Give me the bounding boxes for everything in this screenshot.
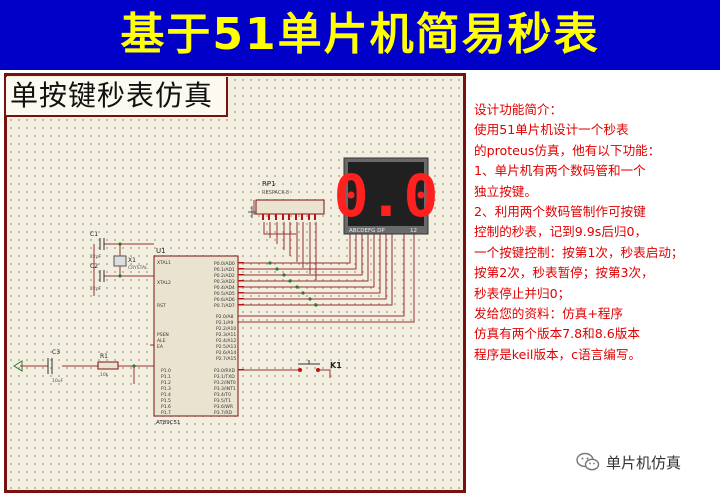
watermark-text: 单片机仿真 (606, 453, 682, 472)
pin-p0-4: P0.4/AD4 (214, 285, 235, 291)
rp1-part: RESPACK-8 (262, 190, 289, 196)
wechat-icon (576, 452, 600, 471)
description-panel: 设计功能简介： 使用51单片机设计一个秒表 的proteus仿真，他有以下功能：… (474, 100, 714, 365)
watermark: 单片机仿真 (576, 451, 681, 473)
pin-p0-0: P0.0/AD0 (214, 261, 235, 267)
description-line: 秒表停止并归0； (474, 285, 571, 301)
pin-p2-4: P2.4/A12 (216, 338, 236, 344)
display-value: 0.0 (334, 162, 439, 230)
pin-left-4: ALE (157, 338, 166, 344)
pin-p3-7: P3.7/RD (214, 410, 233, 416)
pin-left-0: XTAL1 (157, 260, 171, 266)
description-line: 控制的秒表，记到9.9s后归0， (474, 224, 648, 240)
schematic-title-box: 单按键秒表仿真 (6, 77, 228, 117)
pin-p2-6: P2.6/A14 (216, 350, 236, 356)
pin-left-2: RST (157, 303, 166, 309)
description-line: 一个按键控制：按第1次，秒表启动； (474, 244, 684, 260)
pin-p1-6: P1.6 (161, 404, 171, 410)
display-pin-label: 12 (410, 228, 417, 234)
description-line: 按第2次，秒表暂停；按第3次， (474, 265, 654, 281)
k1-label: K1 (330, 361, 342, 370)
description-line: 的proteus仿真，他有以下功能： (474, 142, 661, 158)
port3-pins: P3.0/RXD P3.1/TXD P3.2/INT0 P3.3/INT1 P3… (214, 368, 236, 416)
pin-p2-5: P2.5/A13 (216, 344, 236, 350)
r1-value: 10k (100, 372, 109, 378)
pin-p1-0: P1.0 (161, 368, 171, 374)
c2-value: 22pF (90, 286, 102, 292)
pin-p0-5: P0.5/AD5 (214, 291, 235, 297)
description-line: 1、单片机有两个数码管和一个 (474, 163, 646, 179)
c1-label: C1 (90, 231, 98, 238)
schematic-canvas (4, 73, 466, 493)
capacitor-c2: C2 22pF (90, 263, 105, 292)
pin-left-5: EA (157, 344, 164, 350)
port0-pins: P0.0/AD0 P0.1/AD1 P0.2/AD2 P0.3/AD3 P0.4… (214, 261, 235, 309)
x1-value: CRYSTAL (128, 265, 148, 271)
pin-p1-3: P1.3 (161, 386, 171, 392)
pin-p1-5: P1.5 (161, 398, 171, 404)
pin-p3-3: P3.3/INT1 (214, 386, 236, 392)
display-segment-label: ABCDEFG DP (349, 228, 385, 234)
pin-p0-2: P0.2/AD2 (214, 273, 235, 279)
pin-p2-0: P2.0/A8 (216, 314, 233, 320)
pin-p2-7: P2.7/A15 (216, 356, 236, 362)
c1-value: 22pF (90, 254, 102, 260)
rp1-label: RP1 (262, 180, 276, 188)
crystal-x1: X1 CRYSTAL (113, 255, 148, 271)
mcu-at89c51: U1 AT89C51 XTAL1 XTAL2 RST PSEN ALE EA P… (153, 247, 244, 426)
pin-p2-1: P2.1/A9 (216, 320, 233, 326)
c3-value: 10uF (52, 378, 64, 384)
pin-p2-3: P2.3/A11 (216, 332, 236, 338)
title-banner: 基于51单片机简易秒表 (0, 0, 720, 70)
mcu-label: U1 (156, 247, 166, 255)
description-line: 发给您的资料：仿真+程序 (474, 306, 624, 322)
description-line: 使用51单片机设计一个秒表 (474, 122, 629, 138)
x1-label: X1 (128, 257, 136, 264)
pin-p1-2: P1.2 (161, 380, 171, 386)
pin-p2-2: P2.2/A10 (216, 326, 236, 332)
capacitor-c3: C3 10uF (13, 349, 64, 384)
pin-p3-6: P3.6/WR (214, 404, 233, 410)
pin-p1-1: P1.1 (161, 374, 171, 380)
page-title: 基于51单片机简易秒表 (120, 9, 600, 60)
capacitor-c1: C1 22pF (90, 231, 105, 260)
junctions (118, 242, 318, 368)
port1-pins: P1.0 P1.1 P1.2 P1.3 P1.4 P1.5 P1.6 P1.7 (161, 368, 171, 416)
rp1-resistor-pack (255, 199, 325, 215)
c3-label: C3 (52, 349, 60, 356)
pin-p3-4: P3.4/T0 (214, 392, 231, 398)
resistor-r1: R1 10k (97, 353, 119, 378)
schematic-title: 单按键秒表仿真 (10, 79, 214, 112)
seven-segment-display: 0.0 ABCDEFG DP 12 (334, 157, 439, 235)
description-line: 独立按键。 (474, 183, 537, 199)
pin-p0-6: P0.6/AD6 (214, 297, 235, 303)
pin-p3-2: P3.2/INT0 (214, 380, 236, 386)
pin-p1-7: P1.7 (161, 410, 171, 416)
pushbutton-k1: K1 (298, 360, 342, 372)
description-line: 仿真有两个版本7.8和8.6版本 (474, 326, 640, 342)
pin-p3-0: P3.0/RXD (214, 368, 236, 374)
pin-p3-1: P3.1/TXD (214, 374, 235, 380)
r1-label: R1 (100, 353, 108, 360)
pin-p0-7: P0.7/AD7 (214, 303, 235, 309)
pin-p0-1: P0.1/AD1 (214, 267, 235, 273)
port2-pins: P2.0/A8 P2.1/A9 P2.2/A10 P2.3/A11 P2.4/A… (216, 314, 236, 362)
pin-left-1: XTAL2 (157, 280, 171, 286)
pin-left-3: PSEN (157, 332, 169, 338)
pin-p1-4: P1.4 (161, 392, 171, 398)
mcu-part: AT89C51 (156, 420, 181, 426)
description-line: 2、利用两个数码管制作可按键 (474, 204, 646, 220)
pin-p3-5: P3.5/T1 (214, 398, 231, 404)
description-line: 设计功能简介： (474, 102, 563, 117)
description-line: 程序是keil版本，c语言编写。 (474, 346, 642, 362)
pin-p0-3: P0.3/AD3 (214, 279, 235, 285)
c2-label: C2 (90, 263, 98, 270)
